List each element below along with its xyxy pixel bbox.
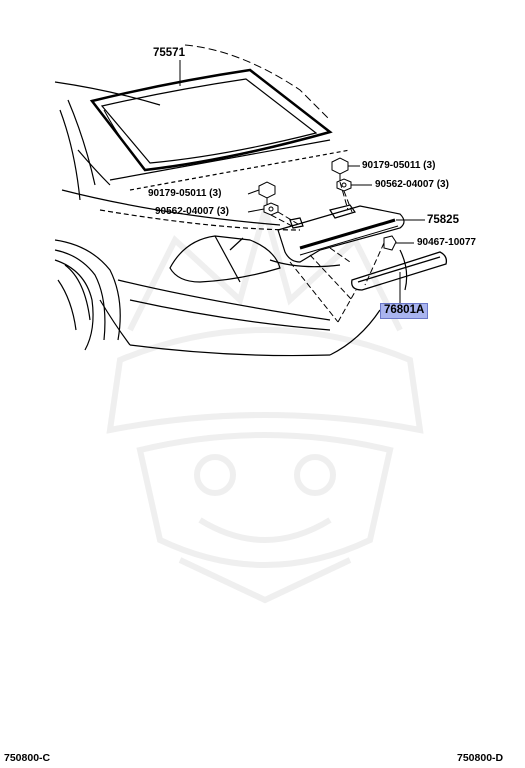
- nut-icon-left: [263, 202, 279, 216]
- callout-nut-right[interactable]: 90562-04007 (3): [375, 179, 449, 190]
- leader-lines: [247, 165, 425, 303]
- garnish-part: [351, 251, 448, 291]
- callout-clip[interactable]: 90467-10077: [417, 237, 476, 248]
- bolt-icon-left: [258, 181, 276, 206]
- nut-icon: [336, 178, 352, 192]
- moulding-part: [277, 204, 405, 263]
- assembly-dash-lines: [270, 181, 385, 323]
- callout-nut-left[interactable]: 90562-04007 (3): [155, 206, 229, 217]
- callout-garnish-highlighted[interactable]: 76801A: [380, 303, 429, 319]
- callout-bolt-left[interactable]: 90179-05011 (3): [148, 188, 222, 199]
- footer-right-code: 750800-D: [457, 752, 504, 764]
- footer-left-code: 750800-C: [4, 752, 51, 764]
- samurai-mask-icon: [106, 198, 424, 604]
- rear-window-glass: [89, 68, 333, 172]
- callout-windshield[interactable]: 75571: [153, 47, 185, 59]
- body-dash: [184, 44, 331, 121]
- car-body-lines: [54, 81, 408, 357]
- clip-icon: [383, 235, 397, 251]
- callout-bolt-right[interactable]: 90179-05011 (3): [362, 160, 436, 171]
- callout-moulding[interactable]: 75825: [427, 214, 459, 226]
- bolt-icon: [331, 157, 349, 182]
